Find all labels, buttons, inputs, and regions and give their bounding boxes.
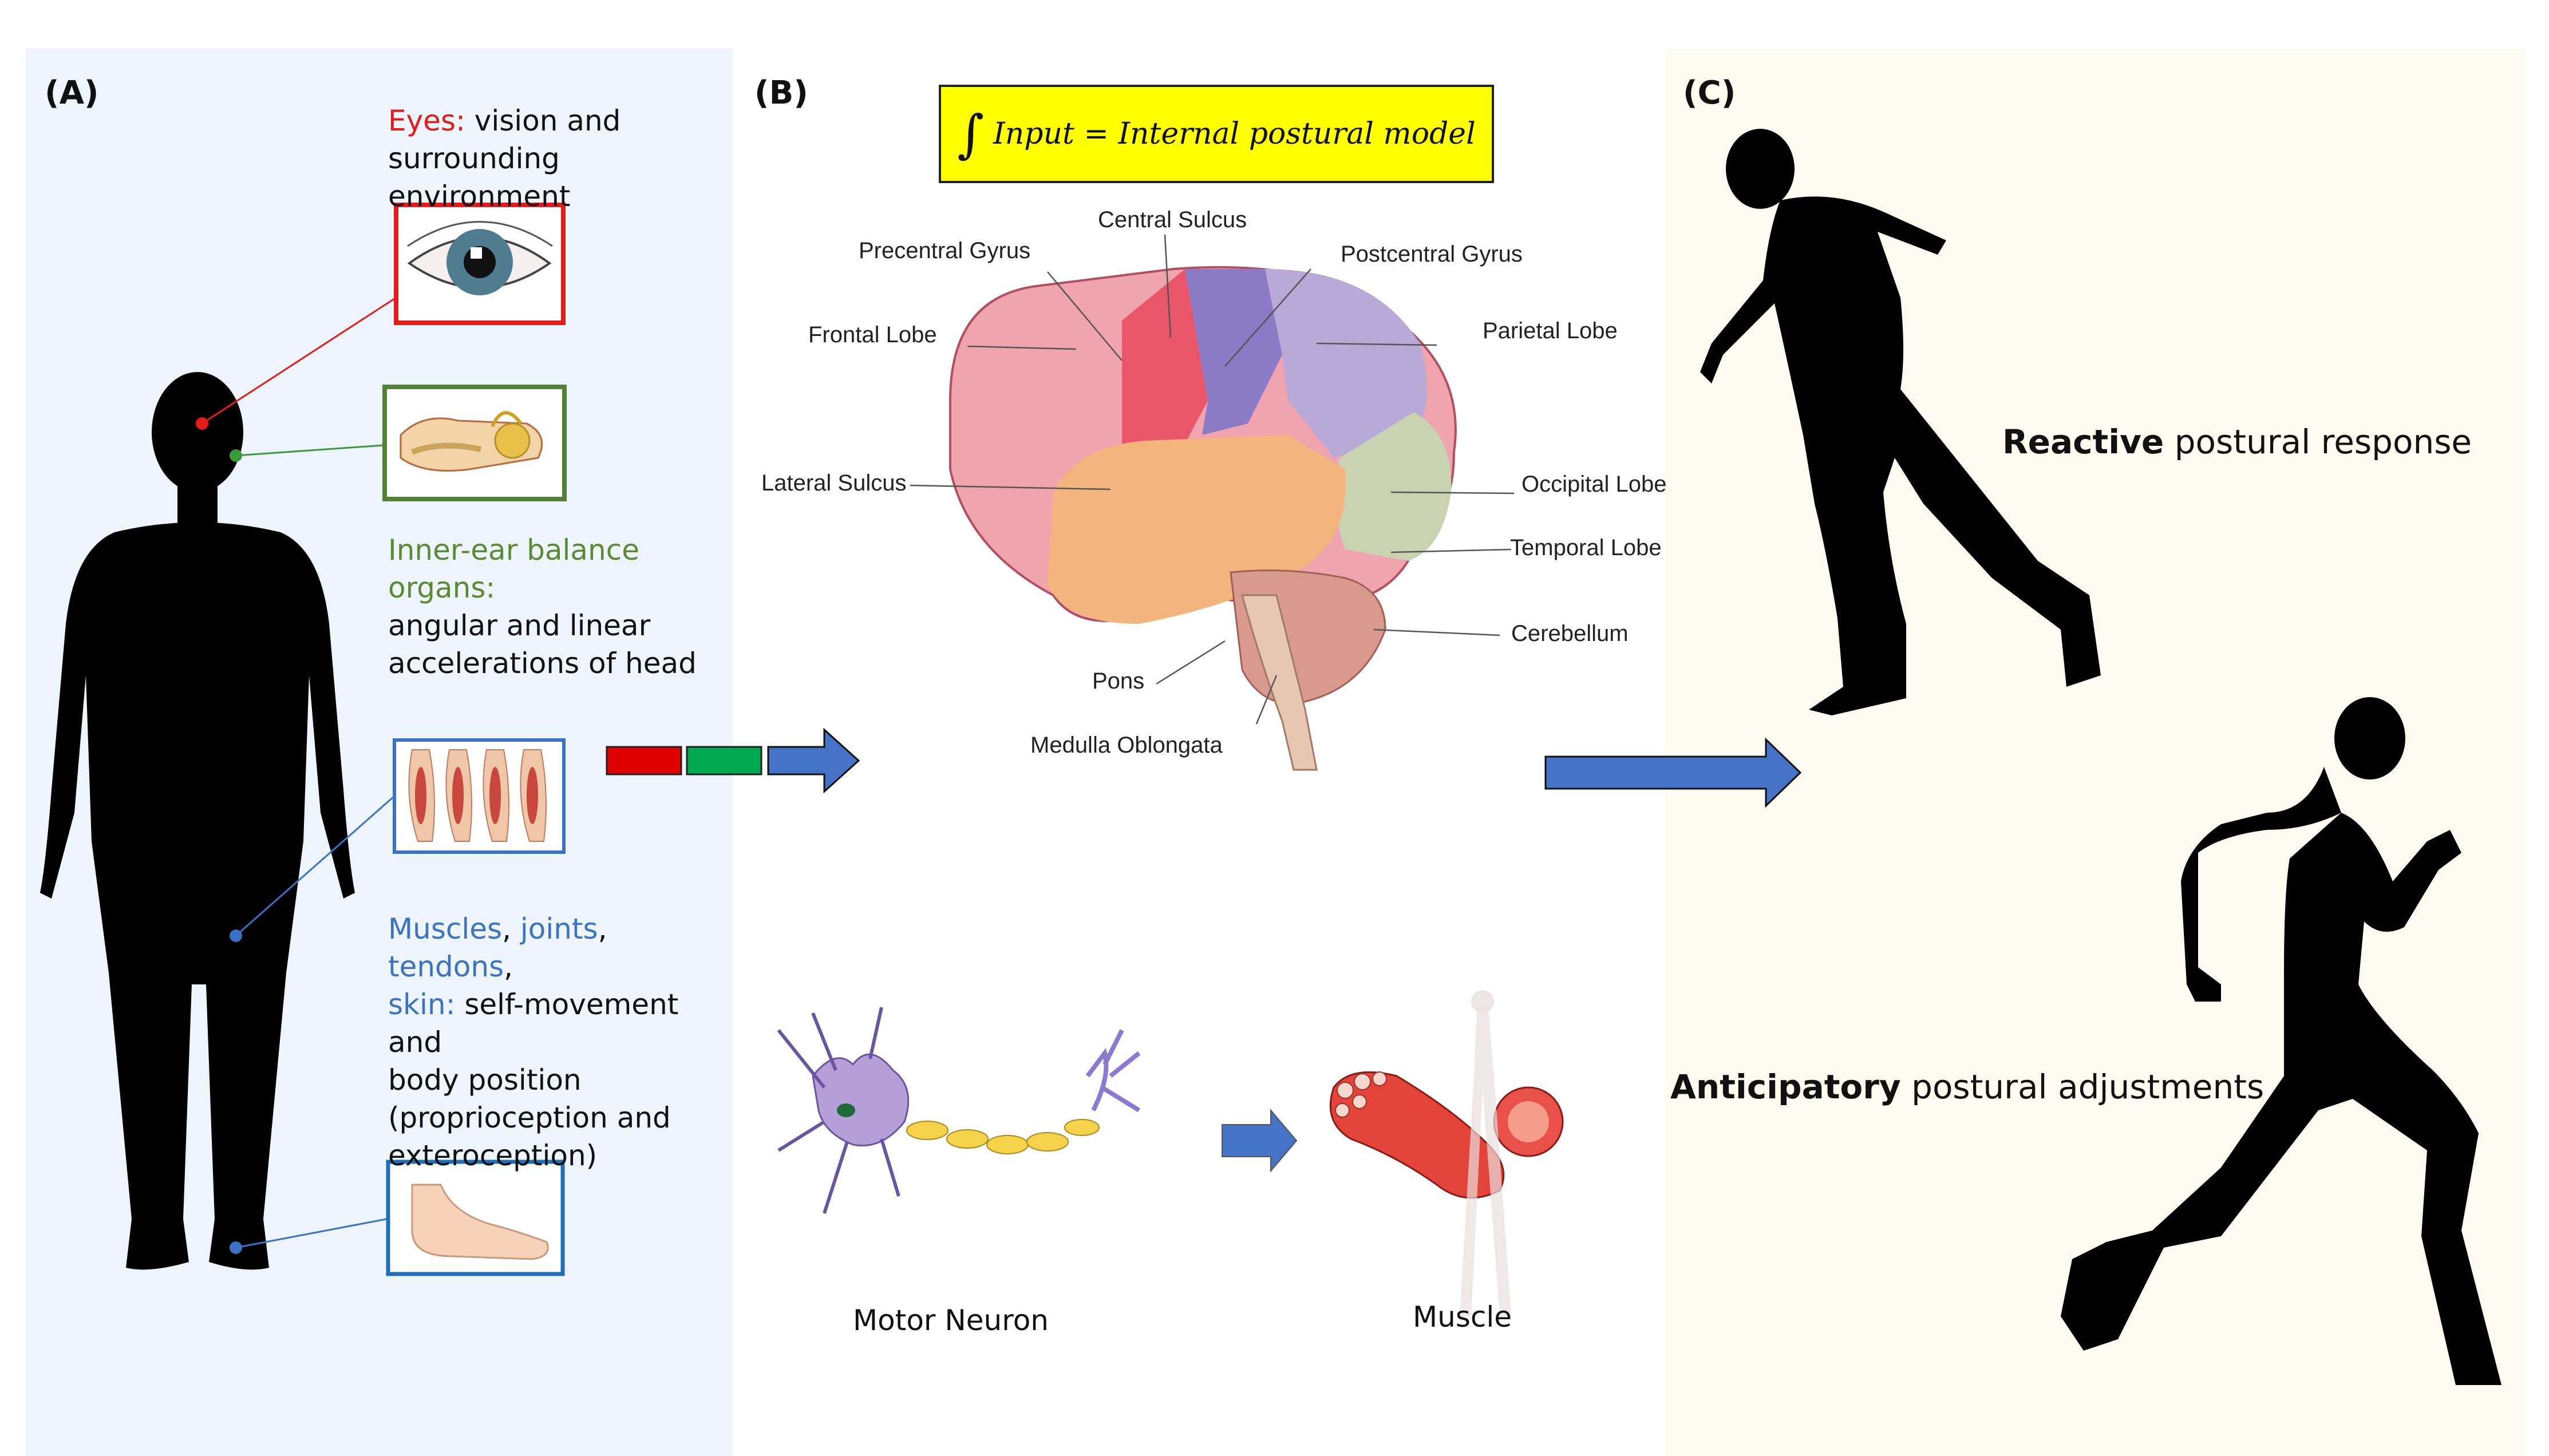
- anticipatory-silhouette-icon: [2061, 697, 2501, 1385]
- panel-b-label: (B): [754, 74, 808, 112]
- inner-ear-title: Inner-ear balance organs:: [388, 533, 639, 604]
- proprio-line4: exteroception): [388, 1139, 598, 1172]
- inner-ear-line2: accelerations of head: [388, 647, 697, 680]
- label-lateral-sulcus: Lateral Sulcus: [761, 470, 907, 496]
- anticipatory-bold: Anticipatory: [1670, 1067, 1901, 1106]
- output-arrow-icon: [1544, 737, 1802, 808]
- eyes-line2: surrounding environment: [388, 142, 571, 213]
- label-medulla-oblongata: Medulla Oblongata: [1030, 733, 1223, 758]
- reactive-bold: Reactive: [2002, 422, 2164, 461]
- panel-a-label: (A): [45, 74, 99, 112]
- proprio-caption: Muscles, joints, tendons, skin: self-mov…: [388, 910, 732, 1174]
- muscle-caption: Muscle: [1413, 1300, 1512, 1334]
- foot-sensor-dot: [230, 1241, 242, 1254]
- formula-text: Input = Internal postural model: [993, 117, 1476, 151]
- panel-c-label: (C): [1683, 74, 1736, 112]
- label-temporal-lobe: Temporal Lobe: [1510, 535, 1662, 560]
- label-precentral-gyrus: Precentral Gyrus: [859, 238, 1031, 263]
- input-arrow-icon: [767, 727, 860, 794]
- label-cerebellum: Cerebellum: [1511, 621, 1629, 646]
- reactive-response-label: Reactive postural response: [2002, 422, 2472, 461]
- sensor-connector-lines: [201, 296, 397, 1249]
- label-pons: Pons: [1092, 668, 1145, 694]
- proprio-skin: skin:: [388, 988, 456, 1021]
- anticipatory-response-label: Anticipatory postural adjustments: [1670, 1067, 2264, 1106]
- formula-box: ∫ Input = Internal postural model: [939, 85, 1494, 183]
- motor-neuron-icon: [777, 1007, 1141, 1214]
- green-input-bar: [686, 746, 762, 776]
- brain-leader-lines: [910, 234, 1515, 725]
- proprio-tendons: tendons: [388, 950, 504, 983]
- leg-muscles-icon: [393, 738, 566, 854]
- label-parietal-lobe: Parietal Lobe: [1483, 318, 1618, 343]
- eye-sensor-dot: [196, 417, 208, 430]
- proprio-comma-3: ,: [504, 950, 513, 983]
- motor-neuron-caption: Motor Neuron: [853, 1304, 1049, 1337]
- proprio-line2: body position: [388, 1063, 582, 1097]
- eyes-title: Eyes:: [388, 104, 465, 137]
- integral-symbol: ∫: [957, 104, 985, 164]
- human-silhouette-icon: [40, 372, 355, 1270]
- inner-ear-caption: Inner-ear balance organs: angular and li…: [388, 531, 732, 682]
- label-central-sulcus: Central Sulcus: [1098, 207, 1247, 232]
- proprio-comma-1: ,: [502, 912, 511, 945]
- anticipatory-rest: postural adjustments: [1911, 1067, 2265, 1106]
- eyes-caption: Eyes: vision and surrounding environment: [388, 102, 732, 215]
- label-postcentral-gyrus: Postcentral Gyrus: [1341, 242, 1523, 267]
- proprio-joints: joints: [520, 912, 598, 945]
- proprio-line1-rest: self-movement and: [388, 988, 679, 1059]
- muscle-icon: [1329, 990, 1564, 1316]
- foot-icon: [386, 1160, 565, 1276]
- reactive-silhouette-icon: [1700, 129, 2101, 715]
- proprio-muscles: Muscles: [388, 912, 503, 945]
- red-input-bar: [606, 746, 682, 776]
- inner-ear-line1: angular and linear: [388, 609, 651, 642]
- muscle-sensor-dot: [230, 929, 242, 942]
- eye-icon: [394, 203, 566, 325]
- brain-icon: [949, 266, 1457, 771]
- label-frontal-lobe: Frontal Lobe: [808, 322, 937, 347]
- neuron-to-muscle-arrow-icon: [1222, 1109, 1298, 1173]
- proprio-comma-2: ,: [598, 912, 607, 945]
- label-occipital-lobe: Occipital Lobe: [1522, 472, 1667, 497]
- proprio-line3: (proprioception and: [388, 1101, 671, 1134]
- reactive-rest: postural response: [2174, 422, 2472, 461]
- eyes-text: vision and: [474, 104, 621, 137]
- ear-sensor-dot: [230, 449, 242, 462]
- inner-ear-icon: [382, 385, 567, 501]
